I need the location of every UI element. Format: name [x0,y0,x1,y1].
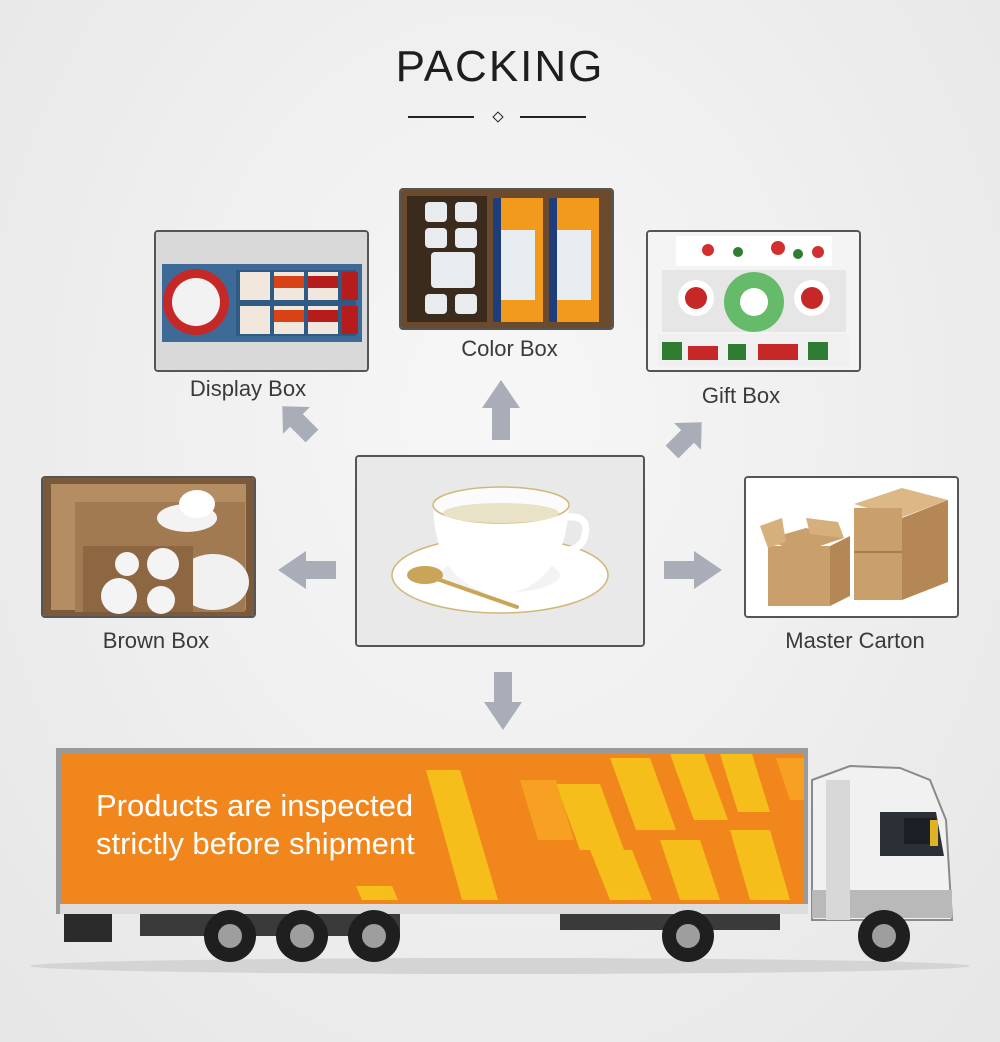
arrow-down-icon [484,672,522,730]
title-divider-left [408,116,474,118]
truck-text-line-1: Products are inspected [96,788,414,823]
display-box-photo [154,230,369,372]
master-carton-photo [744,476,959,618]
truck-text-line-2: strictly before shipment [96,826,415,861]
page-title: PACKING [395,42,605,91]
arrow-up-right-icon [665,422,702,459]
title-divider-right [520,116,586,118]
gift-box-label: Gift Box [701,383,781,408]
arrow-up-icon [482,380,520,440]
arrow-left-icon [278,551,336,589]
gift-box-photo [646,230,861,372]
color-box-photo [399,188,614,330]
master-carton-label: Master Carton [785,628,925,653]
brown-box-label: Brown Box [102,628,210,653]
color-box-label: Color Box [461,336,558,361]
arrow-right-icon [664,551,722,589]
arrow-up-left-icon [282,406,319,443]
display-box-label: Display Box [189,376,307,401]
truck-illustration [30,748,970,974]
teacup-photo [355,455,645,647]
brown-box-photo [41,476,256,618]
